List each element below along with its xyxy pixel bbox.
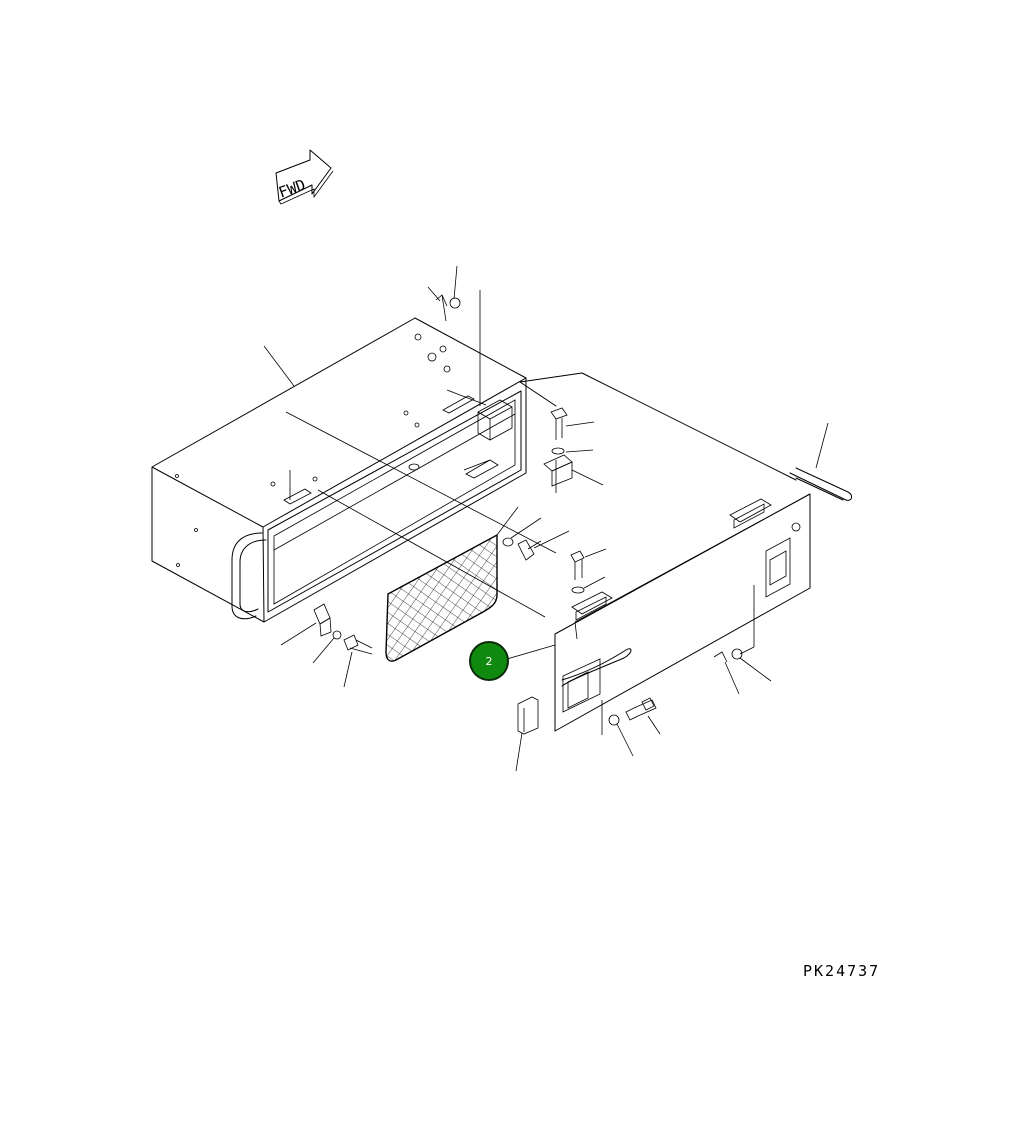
fwd-arrow-label: FWD — [276, 176, 308, 202]
callout-2[interactable]: 2 — [469, 641, 509, 681]
cover-plate — [285, 290, 853, 732]
hardware-parts — [313, 294, 743, 735]
mesh-screen — [385, 533, 498, 662]
leader-lines — [263, 265, 829, 772]
drawing-part-code: PK24737 — [803, 962, 881, 980]
battery-box-housing — [151, 317, 527, 623]
callout-2-number: 2 — [485, 654, 493, 668]
fwd-arrow-icon: FWD — [275, 149, 334, 205]
